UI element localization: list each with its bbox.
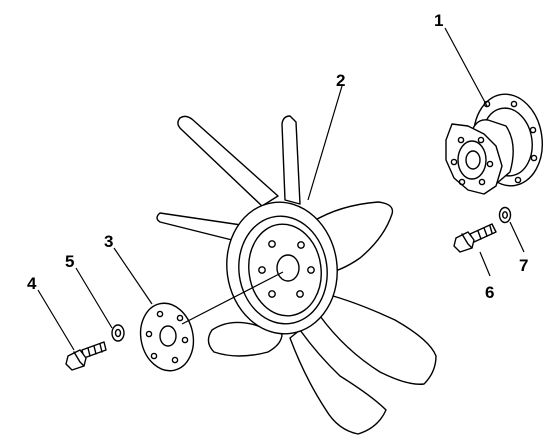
washer-right [498, 206, 512, 224]
fan-hub-face [248, 223, 322, 317]
fan-blade [317, 291, 437, 385]
bolt-left [65, 341, 107, 371]
fan-blade [289, 329, 387, 435]
bolt-right [453, 223, 497, 253]
pulley-hub-assembly [445, 93, 543, 195]
callout-1: 1 [434, 11, 443, 30]
callout-5: 5 [65, 252, 74, 271]
fan-blade [156, 212, 249, 243]
callout-4: 4 [27, 274, 37, 293]
fan-hub-inner [238, 215, 328, 325]
fan-blade [177, 115, 279, 207]
leader-lines [37, 27, 525, 351]
fan-bolt-holes [258, 240, 315, 298]
washer-left [111, 324, 125, 342]
callout-labels: 1 2 3 4 5 6 7 [27, 11, 528, 302]
fan-assembly [156, 115, 437, 435]
callout-3: 3 [104, 232, 113, 251]
callout-6: 6 [485, 283, 494, 302]
fan-blade [281, 115, 301, 205]
spacer-plate [139, 302, 195, 372]
fan-center-bore [276, 254, 300, 282]
fan-blade [207, 321, 283, 357]
fan-hub-outer [226, 201, 338, 335]
callout-2: 2 [336, 71, 345, 90]
callout-7: 7 [519, 256, 528, 275]
